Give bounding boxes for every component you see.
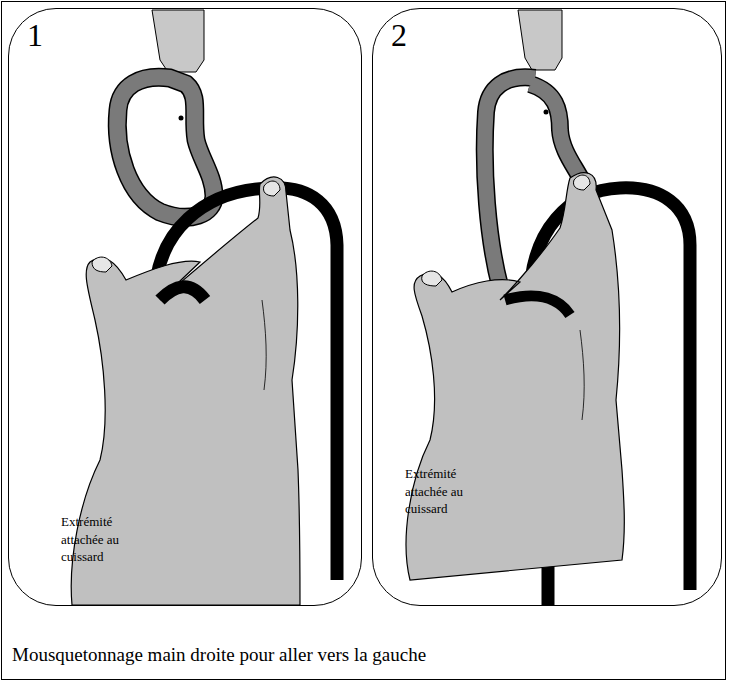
panel-box: 1Extrémité attachée au cuissard <box>8 8 362 606</box>
caption: Mousquetonnage main droite pour aller ve… <box>12 644 426 666</box>
panel-box: 2Extrémité attachée au cuissard <box>372 8 722 606</box>
panel-2-art <box>406 10 690 605</box>
rope-end-note: Extrémité attachée au cuissard <box>405 465 469 518</box>
rope-end-note: Extrémité attachée au cuissard <box>61 513 125 566</box>
panel-number: 1 <box>27 19 43 51</box>
panel-number: 2 <box>391 19 407 51</box>
